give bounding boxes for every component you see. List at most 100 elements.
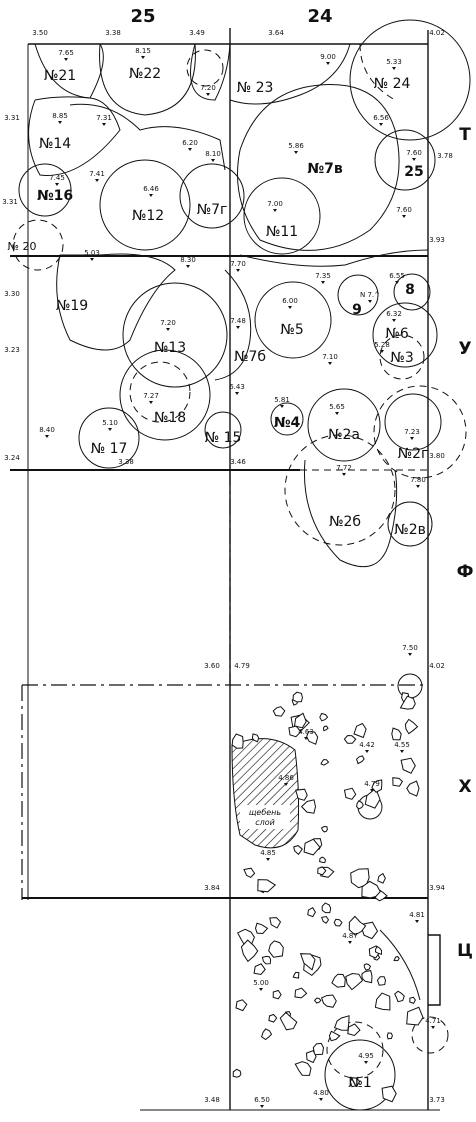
elevation-value: 5.10 — [102, 419, 118, 427]
elevation-value: 5.81 — [274, 396, 290, 404]
stone — [356, 800, 364, 810]
pit-label: №2б — [329, 514, 361, 530]
grid-mark: 3.64 — [268, 29, 284, 37]
elevation-value: 6.00 — [282, 297, 298, 305]
stone — [292, 691, 303, 703]
stone — [409, 996, 416, 1005]
grid-mark: 3.31 — [2, 198, 18, 206]
elevation-value: 7.27 — [143, 392, 159, 400]
elevation-marker — [342, 473, 346, 476]
elevation-marker — [395, 281, 399, 284]
stone — [321, 915, 330, 924]
elevation-value: 7.65 — [58, 49, 74, 57]
pit-label: № 20 — [8, 240, 37, 253]
elevation-value: 8.40 — [39, 426, 55, 434]
pit-label: №2а — [328, 427, 360, 443]
stone — [361, 970, 373, 984]
pit-label: №3 — [390, 350, 413, 366]
elevation-marker — [266, 858, 270, 861]
stone — [293, 712, 307, 729]
stone — [331, 973, 346, 988]
pit-label: №6 — [385, 326, 409, 342]
stone — [231, 733, 244, 749]
elevation-value: 7.41 — [89, 170, 105, 178]
elevation-marker — [211, 159, 215, 162]
grid-mark: 4.02 — [429, 662, 445, 670]
stone — [272, 706, 286, 717]
stone — [333, 918, 343, 927]
elevation-value: 4.85 — [260, 849, 276, 857]
stone — [361, 880, 381, 899]
elevation-marker — [380, 350, 384, 353]
stone — [333, 1015, 350, 1031]
pit-label: № 15 — [205, 430, 242, 446]
pit-label: № 23 — [237, 80, 274, 96]
pit-label: №7в — [307, 161, 343, 177]
stone — [272, 989, 282, 1000]
elevation-value: 4.42 — [359, 741, 375, 749]
elevation-value: 4.80 — [313, 1089, 329, 1097]
stone — [243, 867, 256, 879]
elevation-value: 5.86 — [288, 142, 304, 150]
elevation-marker — [408, 653, 412, 656]
pit-label: №2г — [398, 446, 429, 462]
grid-mark: 3.73 — [429, 1096, 445, 1104]
elevation-value: 9.00 — [320, 53, 336, 61]
pit-label: №22 — [129, 66, 161, 82]
stone — [349, 1077, 361, 1088]
pit-label: №7б — [234, 349, 266, 365]
pit-label: №7г — [197, 202, 228, 218]
elevation-marker — [206, 93, 210, 96]
stone — [328, 1030, 341, 1042]
elevation-marker — [95, 179, 99, 182]
stone — [240, 939, 259, 963]
elevation-value: 4.71 — [425, 1017, 441, 1025]
elevation-value: 8.85 — [52, 112, 68, 120]
stone — [322, 725, 329, 732]
grid-mark: 3.46 — [230, 458, 246, 466]
grid-mark: 3.78 — [437, 152, 453, 160]
grid-mark: 3.93 — [429, 236, 445, 244]
grid-mark: 4.79 — [234, 662, 250, 670]
elevation-marker — [304, 737, 308, 740]
pit-label: №18 — [154, 410, 186, 426]
stone — [406, 1006, 424, 1026]
elevation-marker — [410, 437, 414, 440]
elevation-value: 7.20 — [200, 84, 216, 92]
stone — [261, 955, 272, 965]
elevation-marker — [64, 58, 68, 61]
stone — [279, 1011, 298, 1031]
grid-mark: 3.30 — [4, 290, 20, 298]
pit-label: №13 — [154, 340, 186, 356]
stone — [254, 922, 269, 935]
pit-label: 25 — [404, 164, 423, 180]
elevation-marker — [402, 215, 406, 218]
stone — [317, 866, 327, 876]
row-label-f: Ф — [457, 562, 474, 582]
pit-label: №4 — [274, 415, 301, 431]
elevation-marker — [58, 121, 62, 124]
stone — [394, 990, 405, 1003]
stone — [292, 971, 300, 979]
row-label-u: У — [458, 339, 471, 359]
elevation-marker — [186, 265, 190, 268]
pit-label: №21 — [44, 68, 76, 84]
elevation-marker — [368, 300, 372, 303]
pit-label: № 24 — [374, 76, 411, 92]
grid-mark: 3.31 — [4, 114, 20, 122]
stone — [320, 758, 330, 766]
elevation-marker — [348, 941, 352, 944]
elevation-value: 4.95 — [358, 1052, 374, 1060]
stone — [343, 734, 357, 744]
stone — [305, 1049, 317, 1064]
stone — [374, 945, 383, 955]
elevation-marker — [166, 328, 170, 331]
elevation-value: 7.00 — [267, 200, 283, 208]
elevation-marker — [45, 435, 49, 438]
elevation-value: 4.87 — [342, 932, 358, 940]
stone — [381, 1085, 397, 1103]
stone — [376, 976, 387, 986]
elevation-value: 5.65 — [329, 403, 345, 411]
